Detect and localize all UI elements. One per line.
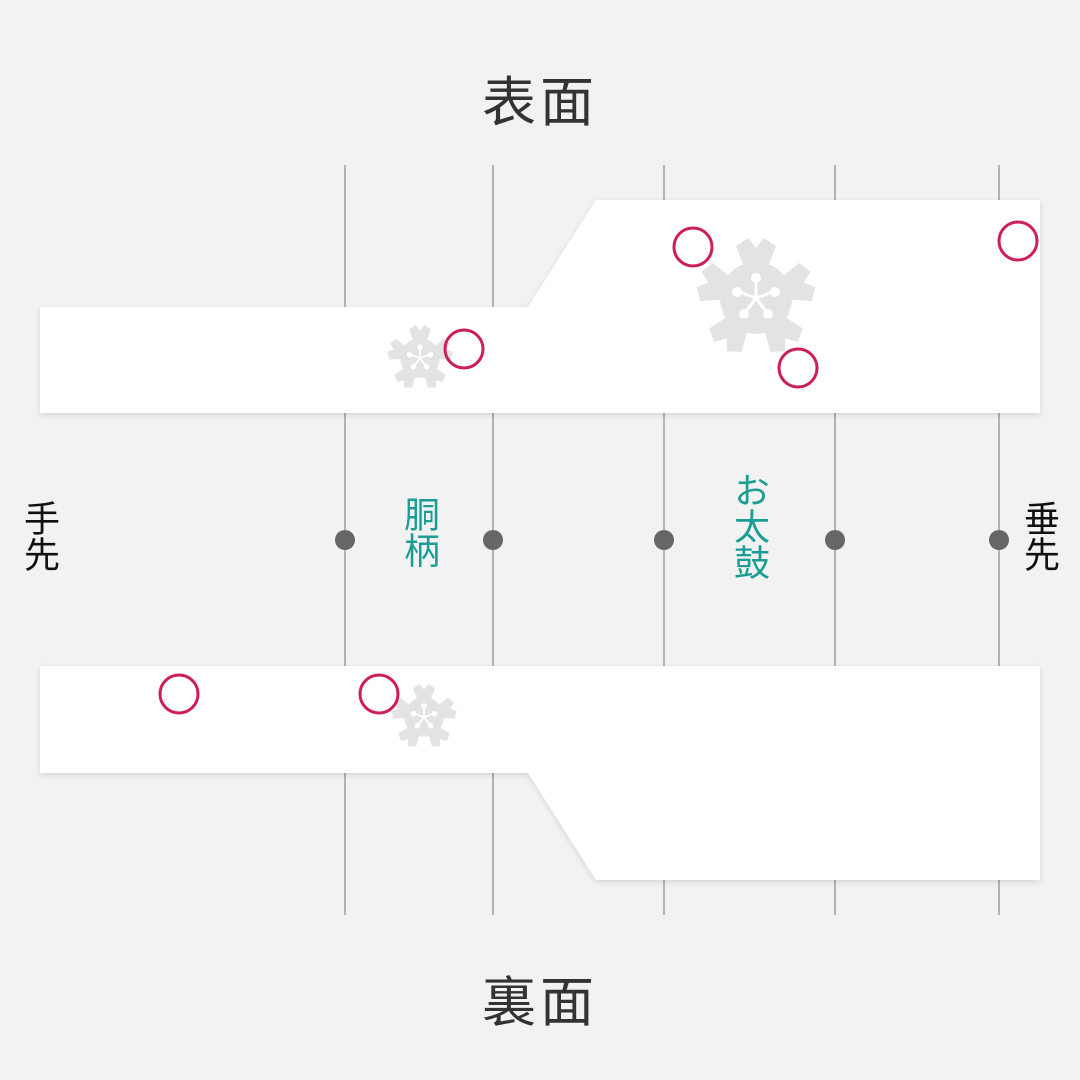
back-side-title: 裏面 <box>482 971 598 1034</box>
section-dot <box>825 530 845 550</box>
back-obi-strip <box>40 666 1040 880</box>
section-dot <box>654 530 674 550</box>
pattern-position-circle-icon <box>443 328 485 370</box>
front-side-title: 表面 <box>482 71 598 134</box>
section-dot <box>483 530 503 550</box>
section-otaiko-label: お太鼓 <box>728 472 769 580</box>
section-dougara-label: 胴柄 <box>398 496 439 568</box>
pattern-position-circle-icon <box>672 226 714 268</box>
pattern-position-circle-icon <box>997 220 1039 262</box>
pattern-position-circle-icon <box>777 347 819 389</box>
right-end-label: 垂先 <box>1018 500 1059 572</box>
section-dot <box>335 530 355 550</box>
front-obi-strip <box>40 200 1040 413</box>
left-end-label: 手先 <box>18 500 59 572</box>
section-dots <box>335 530 1009 550</box>
pattern-position-circle-icon <box>158 673 200 715</box>
pattern-position-markers <box>158 220 1039 715</box>
pattern-position-circle-icon <box>358 673 400 715</box>
section-dot <box>989 530 1009 550</box>
